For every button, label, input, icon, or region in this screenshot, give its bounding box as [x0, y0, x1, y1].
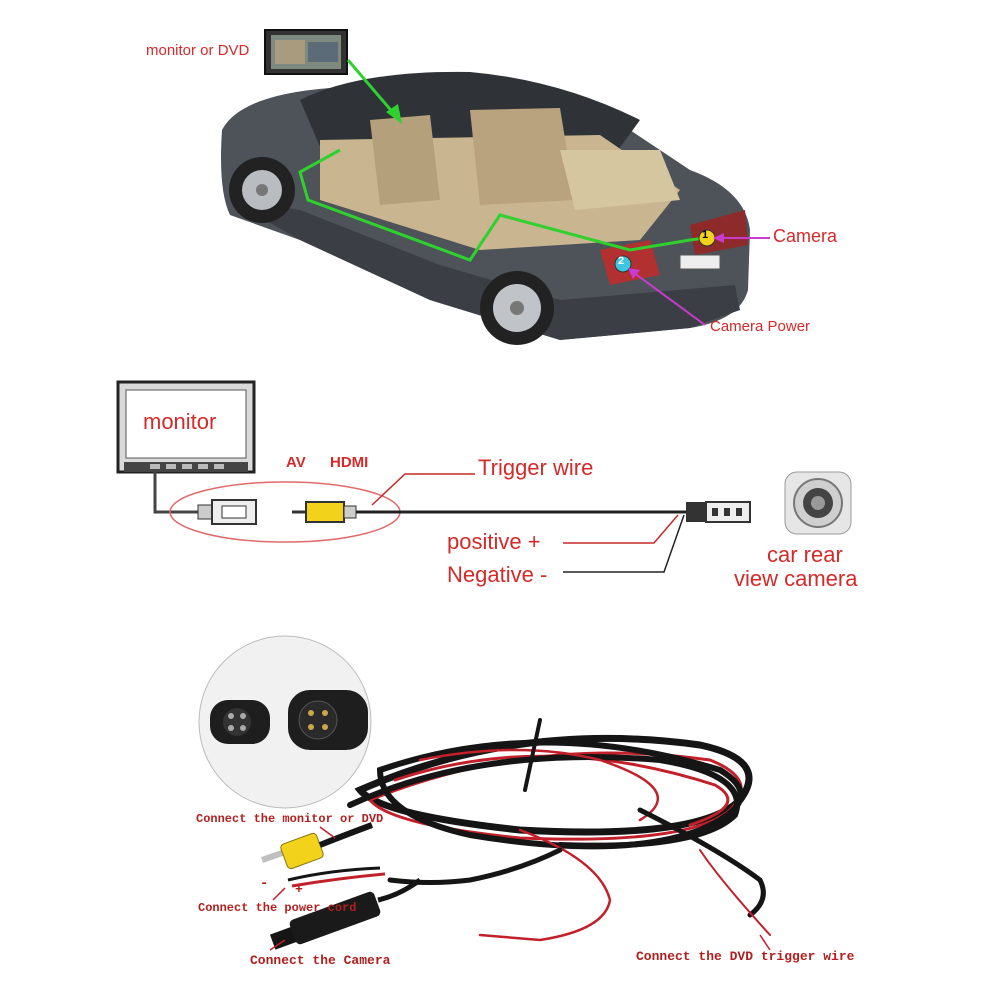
- power-leads: [287, 866, 386, 888]
- marker-power-number: 2: [618, 255, 625, 267]
- hdmi-label: HDMI: [330, 454, 369, 471]
- monitor-label: monitor: [143, 409, 217, 434]
- car-body: [221, 71, 750, 345]
- positive-label: positive +: [447, 529, 541, 554]
- monitor-connector: [197, 499, 257, 525]
- monitor-or-dvd-label: monitor or DVD: [146, 42, 250, 59]
- negative-lead: [563, 514, 685, 573]
- camera-label-line2: view camera: [734, 566, 858, 591]
- rear-camera-icon: [784, 471, 852, 535]
- connector-closeup-inset: [198, 635, 372, 809]
- cable-coil: [347, 718, 771, 942]
- marker-power: [614, 255, 632, 273]
- dvd-monitor-icon: [264, 29, 348, 75]
- negative-label: Negative -: [447, 562, 548, 587]
- camera-label-line1: car rear: [767, 542, 843, 567]
- connect-power-label: Connect the power cord: [198, 901, 357, 915]
- positive-lead: [563, 514, 679, 544]
- trigger-wire-label: Trigger wire: [478, 455, 594, 480]
- camera-plug: [269, 877, 422, 950]
- av-label: AV: [286, 454, 306, 471]
- monitor-cable: [153, 472, 200, 514]
- connect-monitor-label: Connect the monitor or DVD: [196, 812, 384, 826]
- rca-connector: [292, 501, 357, 523]
- plus-sign-label: +: [295, 882, 303, 897]
- pointer-lines: [628, 233, 770, 326]
- green-wiring-path: [298, 59, 706, 262]
- camera-connector: [686, 501, 751, 523]
- minus-sign-label: -: [260, 876, 269, 892]
- connect-trigger-label: Connect the DVD trigger wire: [636, 949, 855, 964]
- camera-label: Camera: [773, 226, 838, 246]
- connect-camera-label: Connect the Camera: [250, 953, 391, 968]
- trigger-pointer: [371, 473, 475, 506]
- camera-power-label: Camera Power: [710, 318, 811, 335]
- label-pointer-lines: [269, 826, 771, 951]
- monitor-icon: [116, 380, 256, 474]
- marker-camera-number: 1: [702, 229, 709, 241]
- rca-yellow-plug: [261, 822, 374, 870]
